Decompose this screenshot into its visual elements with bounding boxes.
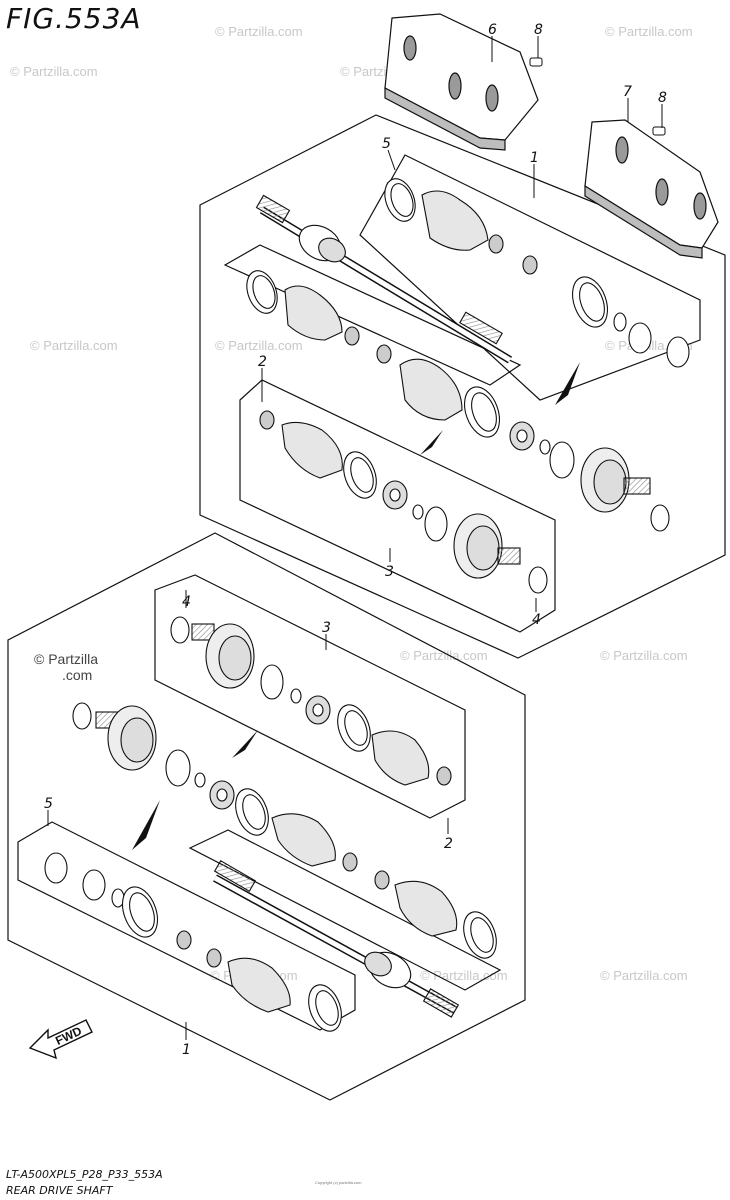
assembly-arrows — [132, 362, 580, 850]
boot-kit-2-bottom — [235, 788, 497, 959]
callout-5: 5 — [44, 796, 53, 812]
watermark-strong: © Partzilla .com — [34, 642, 98, 692]
watermark: © Partzilla.com — [600, 968, 688, 983]
watermark: © Partzilla.com — [605, 24, 693, 39]
bottom-assembly-outline — [7, 532, 526, 1101]
callout-1: 1 — [182, 1042, 191, 1058]
callout-4: 4 — [532, 612, 541, 628]
boot-kit-3-top — [259, 410, 548, 594]
boot-kit-3-bottom — [170, 616, 452, 786]
drive-shaft-bottom — [213, 860, 460, 1018]
watermark: © Partzilla.com — [600, 648, 688, 663]
drive-shaft-top — [255, 194, 513, 364]
callout-numbers: 6 8 7 8 5 1 2 3 4 4 3 5 2 1 — [44, 22, 667, 1058]
boot-kit-2-top — [246, 270, 501, 438]
watermark: © Partzilla.com — [420, 968, 508, 983]
callout-3: 3 — [385, 564, 394, 580]
fine-print: Copyright (c) partzilla.com — [315, 1180, 362, 1185]
callout-6: 6 — [488, 22, 497, 38]
watermark: © Partzilla.com — [30, 338, 118, 353]
boot-kit-1-bottom — [44, 852, 342, 1032]
callout-8: 8 — [658, 90, 667, 106]
watermark: © Partzilla.com — [400, 648, 488, 663]
leader-lines — [47, 36, 663, 1040]
callout-1: 1 — [530, 150, 539, 166]
cv-joint-bottom — [72, 702, 235, 810]
callout-5: 5 — [382, 136, 391, 152]
watermark-strong-line1: © Partzilla — [34, 651, 98, 667]
callout-2: 2 — [444, 836, 453, 852]
figure-caption: REAR DRIVE SHAFT — [6, 1184, 113, 1197]
callout-8: 8 — [534, 22, 543, 38]
watermark: © Partzilla.com — [215, 338, 303, 353]
cv-joint-top — [509, 421, 670, 532]
heat-shield-7 — [584, 119, 719, 259]
callout-7: 7 — [623, 84, 632, 100]
model-code: LT-A500XPL5_P28_P33_553A — [6, 1168, 163, 1181]
fwd-arrow-icon: FWD — [28, 1019, 93, 1060]
figure-title: FIG.553A — [6, 2, 142, 35]
callout-4: 4 — [182, 594, 191, 610]
watermark-strong-line2: .com — [62, 667, 93, 683]
watermark: © Partzilla.com — [215, 24, 303, 39]
boot-kit-1-top — [384, 178, 690, 368]
fwd-label: FWD — [53, 1024, 84, 1048]
callout-2: 2 — [258, 354, 267, 370]
callout-3: 3 — [322, 620, 331, 636]
heat-shield-6 — [384, 13, 539, 151]
watermark: © Partzilla.com — [10, 64, 98, 79]
bolt-8-top — [529, 57, 666, 136]
